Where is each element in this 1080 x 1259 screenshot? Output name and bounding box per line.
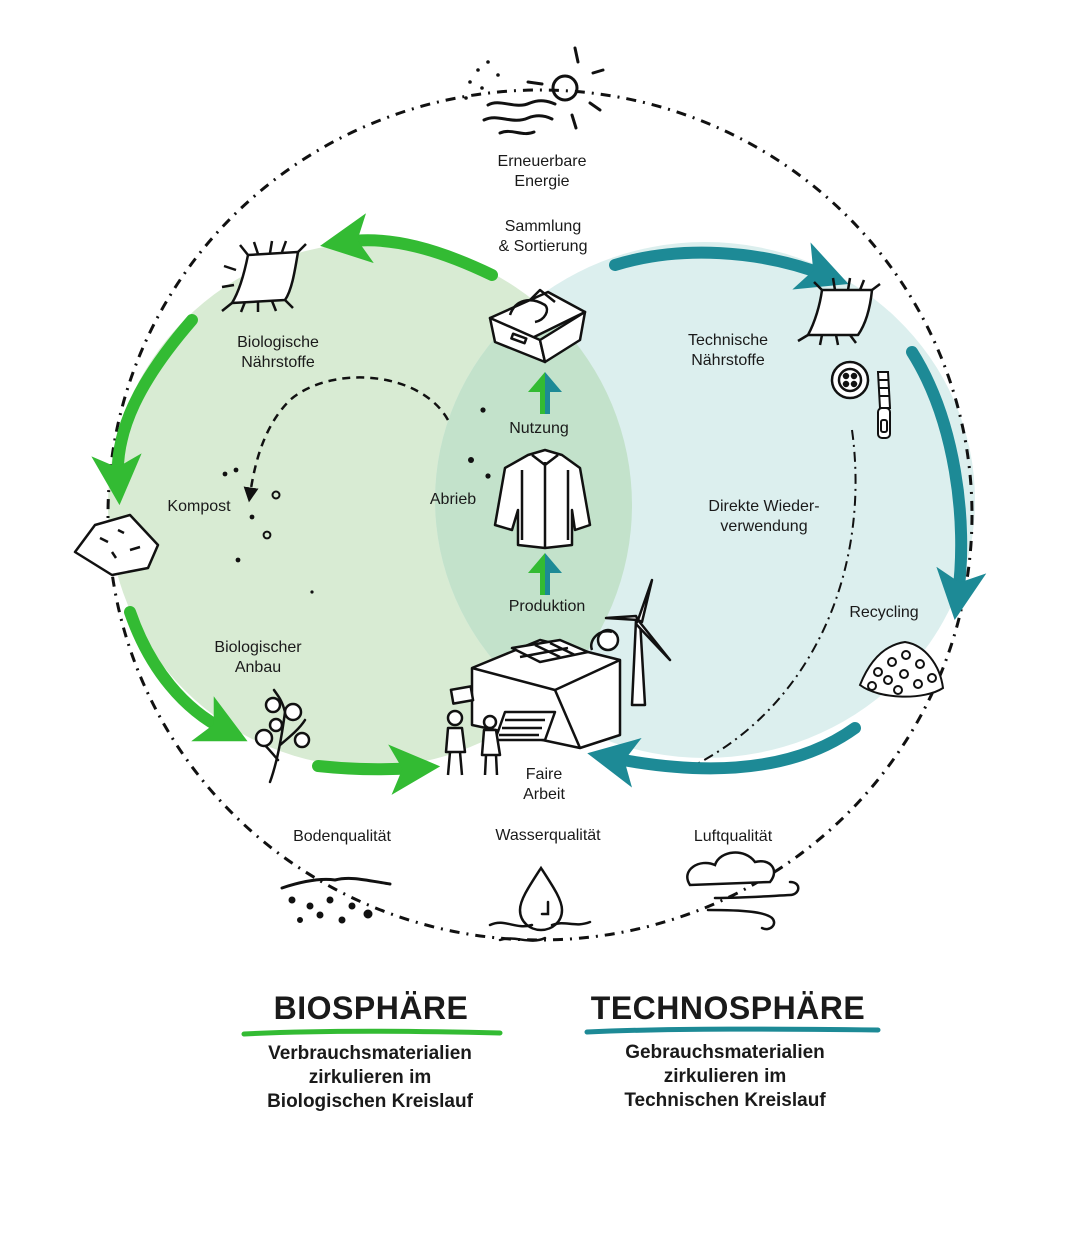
- tech-arrow-top: [609, 242, 849, 290]
- overlap-area: [435, 243, 632, 758]
- bio-arrow-bottom-left: [124, 606, 248, 742]
- soil-icon: [280, 876, 392, 924]
- wind-turbine-icon: [604, 578, 672, 707]
- label-recycling: Recycling: [849, 604, 919, 621]
- label-abrasion: Abrieb: [429, 491, 477, 508]
- water-drop-icon: [488, 865, 592, 942]
- factory-icon: [470, 628, 622, 750]
- bio-arrow-top: [320, 213, 498, 281]
- label-bio-farming: Biologischer Anbau: [214, 639, 302, 676]
- bio-arrow-bottom: [312, 744, 441, 795]
- label-soil-quality: Bodenqualität: [293, 828, 391, 845]
- technosphere-underline: [584, 1026, 881, 1035]
- workers-icon: [444, 685, 502, 776]
- label-tech-nutrients: Technische Nährstoffe: [687, 332, 769, 369]
- label-bio-nutrients: Biologische Nährstoffe: [237, 334, 319, 371]
- direct-reuse-line: [694, 429, 857, 766]
- cotton-plant-icon: [254, 688, 311, 784]
- label-production: Produktion: [508, 598, 586, 615]
- cloud-wind-icon: [686, 851, 800, 931]
- use-arrow-icon: [528, 372, 562, 414]
- label-renewable-energy: Erneuerbare Energie: [497, 153, 587, 190]
- sun-icon: [482, 46, 605, 136]
- production-arrow-icon: [528, 553, 562, 595]
- label-collection-sorting: Sammlung & Sortierung: [498, 218, 588, 255]
- tech-arrow-bottom: [587, 722, 861, 788]
- label-compost: Kompost: [167, 498, 231, 515]
- recycled-granulate-icon: [858, 640, 945, 698]
- fabric-square-icon: [221, 240, 307, 313]
- compost-dots: [222, 407, 491, 594]
- fabric-square-tech-icon: [797, 277, 881, 346]
- tech-arrow-right: [906, 346, 987, 620]
- label-use: Nutzung: [509, 420, 569, 437]
- label-water-quality: Wasserqualität: [495, 827, 601, 844]
- label-fair-work: Faire Arbeit: [523, 766, 565, 803]
- compost-loop-arrow: [243, 376, 450, 503]
- jacket-icon: [493, 448, 592, 550]
- compost-fabric-icon: [73, 513, 160, 577]
- biosphere-underline: [241, 1028, 503, 1037]
- technosphere-description: Gebrauchsmaterialien zirkulieren im Tech…: [624, 1042, 826, 1111]
- sun-dots: [464, 60, 500, 100]
- zipper-icon: [876, 371, 892, 439]
- box-icon: [488, 288, 587, 364]
- label-air-quality: Luftqualität: [693, 828, 773, 845]
- outer-boundary-circle: [106, 88, 974, 942]
- biosphere-title: BIOSPHÄRE: [273, 990, 469, 1026]
- biosphere-description: Verbrauchsmaterialien zirkulieren im Bio…: [267, 1043, 473, 1112]
- label-direct-reuse: Direkte Wieder- verwendung: [708, 498, 820, 535]
- solar-panels-icon: [510, 638, 590, 664]
- technosphere-title: TECHNOSPHÄRE: [590, 990, 866, 1026]
- button-icon: [830, 360, 870, 400]
- bio-arrow-left: [91, 314, 198, 506]
